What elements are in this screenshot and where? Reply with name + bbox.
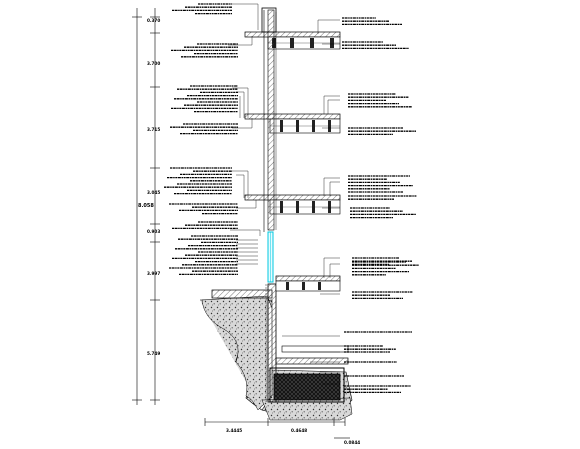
basement-floor xyxy=(275,357,349,365)
foundation-footing xyxy=(273,373,341,401)
dimension-total: 8.058 xyxy=(138,203,154,209)
dimension-segment: 3.700 xyxy=(147,61,160,66)
soil-left xyxy=(201,295,269,411)
right-annotation-blocks xyxy=(342,17,419,394)
dimension-segment: 3.045 xyxy=(147,190,160,195)
ground-slab xyxy=(211,289,273,299)
parapet xyxy=(261,7,277,33)
right-leader-lines xyxy=(282,19,340,385)
dimension-horizontal: 0.4648 xyxy=(291,428,307,433)
dimension-segment: 5.749 xyxy=(147,351,160,356)
dimension-horizontal: 0.0844 xyxy=(344,440,360,445)
dimension-segment: 3.715 xyxy=(147,127,160,132)
roof-slab xyxy=(244,31,341,50)
dimension-segment: 0.370 xyxy=(147,18,160,23)
left-leader-lines xyxy=(228,3,261,265)
floor-slab-2 xyxy=(244,194,341,215)
horizontal-dimension-chain xyxy=(204,418,350,439)
facade-wall-upper xyxy=(267,9,275,231)
basement-floor-finish xyxy=(281,345,349,353)
footing-frame xyxy=(269,367,345,403)
left-annotation-blocks xyxy=(164,3,238,276)
vertical-dimension-chain xyxy=(132,8,160,405)
floor-slab-1 xyxy=(275,275,341,292)
dimension-segment: 3.997 xyxy=(147,271,160,276)
floor-slab-3 xyxy=(244,113,341,134)
dimension-segment: 0.903 xyxy=(147,229,160,234)
dimension-horizontal: 3.4445 xyxy=(226,428,242,433)
